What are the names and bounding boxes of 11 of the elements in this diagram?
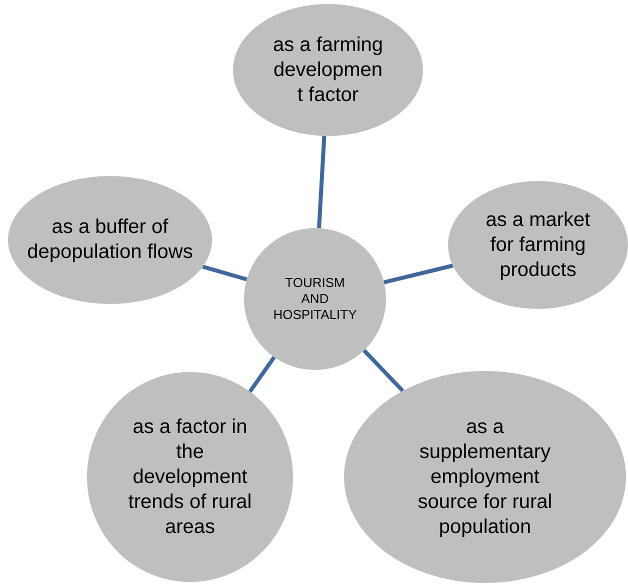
node-label: as a market for farming products [484, 208, 592, 282]
node-label: as a buffer of depopulation flows [26, 215, 194, 265]
connector-line [248, 356, 276, 393]
connector-line [384, 264, 454, 284]
connector-line [202, 264, 248, 282]
connector-line [317, 136, 326, 228]
node-label: as a factor in the development trends of rural areas [127, 414, 253, 540]
node-label: TOURISM AND HOSPITALITY [272, 274, 358, 324]
connector-line [362, 348, 404, 392]
node-label: as a farming developmen t factor [272, 32, 384, 108]
node-label: as a supplementary employment source for rural population [416, 414, 554, 540]
